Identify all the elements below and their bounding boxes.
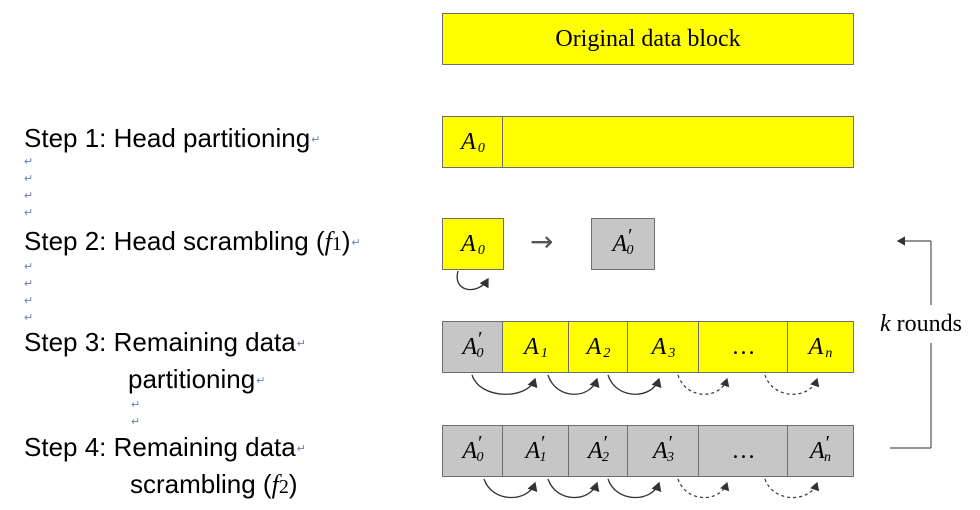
return-mark: ↵ (131, 399, 141, 411)
remaining-block (502, 116, 854, 168)
return-mark: ↵ (24, 173, 34, 185)
block-subscript: n (824, 450, 832, 465)
step-2-close: ) (341, 226, 351, 256)
block-subscript: 3 (667, 450, 675, 465)
step-4-text-cont: scrambling ( (130, 469, 272, 499)
function-subscript: 2 (278, 476, 289, 498)
step3-chain-arrows (471, 374, 820, 395)
original-data-block: Original data block (442, 13, 854, 65)
block-letter: A (651, 333, 667, 360)
row4-cell-ellipsis: … (698, 425, 789, 477)
block-prime: ′ (825, 431, 831, 454)
block-subscript: 0 (477, 243, 485, 258)
return-mark: ↵ (24, 156, 34, 168)
block-letter: A (652, 437, 668, 464)
block-subscript: 3 (668, 346, 676, 361)
block-letter: A (809, 437, 825, 464)
step-4-label-cont: scrambling (f2) (130, 469, 298, 502)
block-subscript: 0 (476, 450, 484, 465)
block-prime: ′ (478, 431, 483, 454)
block-prime: ′ (541, 431, 546, 454)
block-subscript: 1 (540, 346, 548, 361)
step-4-text: Step 4: Remaining data (24, 432, 296, 462)
row3-cell-ellipsis: … (698, 321, 789, 373)
return-mark: ↵ (24, 295, 34, 307)
rounds-word: rounds (890, 311, 962, 337)
row4-cell-a2-prime: A′2 (568, 425, 629, 477)
step-3-text: Step 3: Remaining data (24, 327, 296, 357)
block-letter: A (587, 437, 603, 464)
return-mark: ↵ (296, 443, 306, 456)
scramble-curve-arrow (456, 270, 489, 291)
function-symbol: f (324, 227, 332, 256)
step-4-label: Step 4: Remaining data↵ (24, 432, 306, 464)
step-2-text: Step 2: Head scrambling ( (24, 226, 325, 256)
k-variable: k (880, 311, 891, 337)
original-block-label: Original data block (555, 25, 741, 52)
function-subscript: 1 (331, 233, 342, 255)
return-mark: ↵ (24, 190, 34, 202)
step4-chain-arrows (483, 478, 820, 499)
return-mark: ↵ (24, 261, 34, 273)
row4-cell-a3-prime: A′3 (627, 425, 700, 477)
step-4-close: ) (288, 469, 298, 499)
block-subscript: 0 (477, 141, 485, 156)
block-letter: A (461, 128, 476, 155)
block-subscript: 2 (603, 346, 611, 361)
block-subscript: 0 (476, 346, 484, 361)
scrambled-head-block: A′0 (591, 218, 655, 270)
step-1-text: Step 1: Head partitioning (24, 123, 311, 153)
return-mark: ↵ (24, 278, 34, 290)
block-prime: ′ (478, 327, 483, 350)
block-letter: A (524, 333, 539, 360)
return-mark: ↵ (24, 207, 34, 219)
return-mark: ↵ (311, 134, 321, 147)
function-symbol: f (271, 470, 279, 499)
block-letter: A (808, 333, 824, 360)
block-subscript: 0 (626, 243, 634, 258)
rounds-loop-arrow (890, 236, 932, 449)
step-3-text-cont: partitioning (128, 364, 256, 394)
ellipsis-text: … (731, 333, 756, 360)
step-2-label: Step 2: Head scrambling (f1)↵ (24, 226, 361, 259)
return-mark: ↵ (256, 375, 266, 388)
step-3-label: Step 3: Remaining data↵ (24, 327, 306, 359)
block-prime: ′ (668, 431, 674, 454)
block-subscript: 1 (539, 450, 547, 465)
return-mark: ↵ (24, 312, 34, 324)
block-letter: A (586, 333, 602, 360)
block-prime: ′ (628, 224, 633, 247)
block-prime: ′ (603, 431, 609, 454)
return-mark: ↵ (131, 416, 141, 428)
ellipsis-text: … (731, 437, 756, 464)
block-letter: A (461, 230, 476, 257)
block-letter: A (525, 437, 541, 464)
block-letter: A (612, 230, 628, 257)
row4-cell-an-prime: A′n (787, 425, 854, 477)
block-letter: A (462, 333, 478, 360)
block-letter: A (462, 437, 478, 464)
row3-cell-a0-prime: A′0 (442, 321, 504, 373)
row4-cell-a1-prime: A′1 (502, 425, 570, 477)
k-rounds-label: k rounds (880, 311, 962, 338)
return-mark: ↵ (351, 237, 361, 250)
step-1-label: Step 1: Head partitioning↵ (24, 123, 320, 155)
return-mark: ↵ (296, 338, 306, 351)
block-subscript: n (825, 346, 833, 361)
transform-arrow: → (530, 225, 554, 258)
step-3-label-cont: partitioning↵ (128, 364, 265, 396)
block-subscript: 2 (602, 450, 610, 465)
